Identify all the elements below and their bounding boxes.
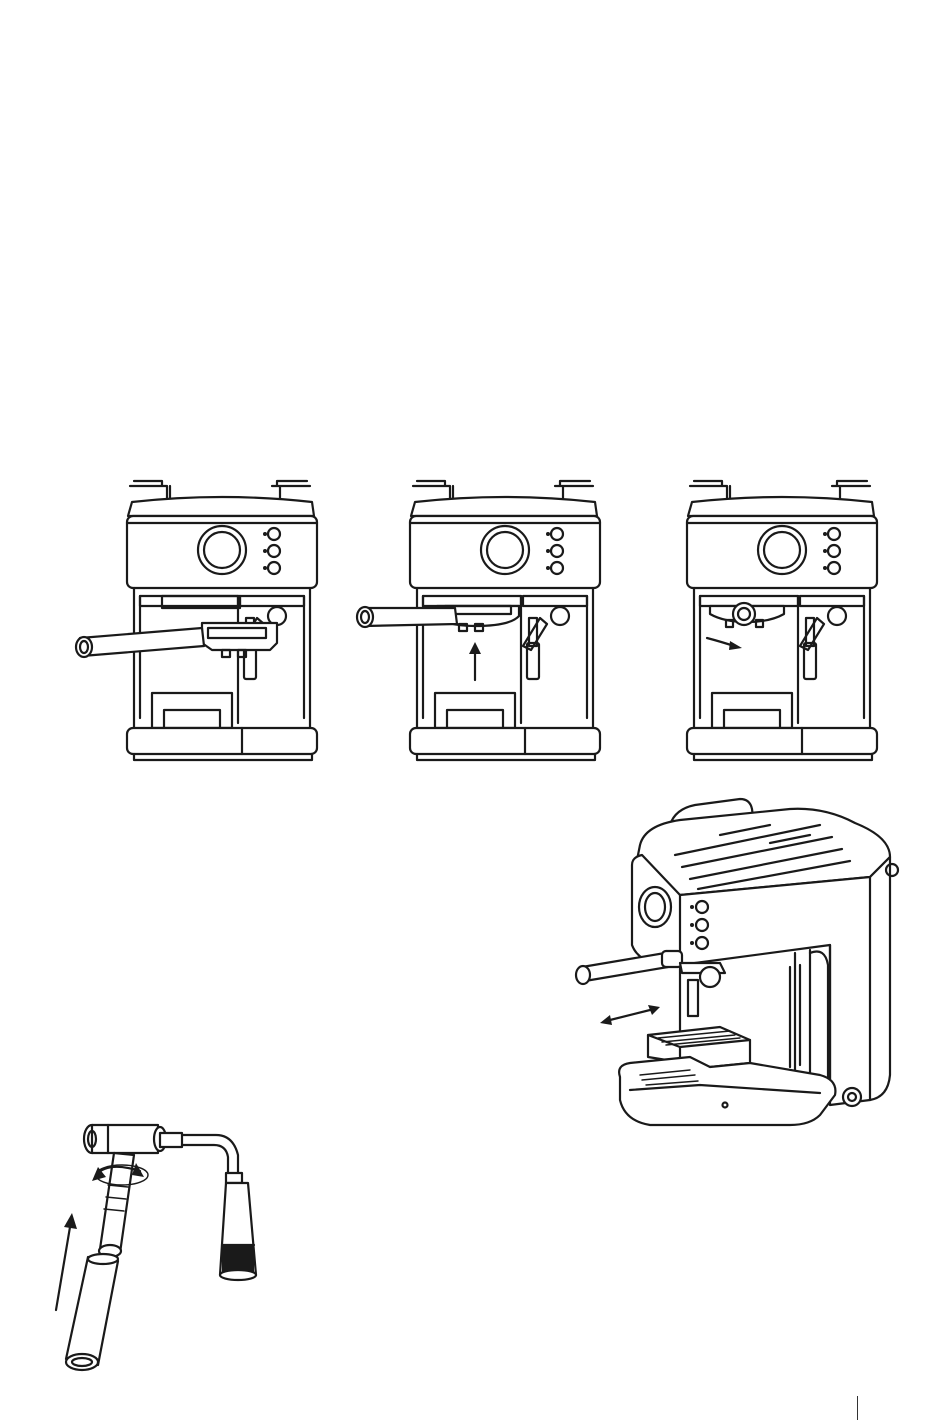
page-edge-marker <box>857 1396 858 1420</box>
illustration-drip-tray-removal <box>570 795 900 1130</box>
illustration-portafilter-lift <box>355 478 605 778</box>
illustration-portafilter-insert <box>72 478 322 778</box>
illustration-portafilter-lock <box>637 478 887 778</box>
illustration-steam-wand-assembly <box>48 1115 278 1380</box>
